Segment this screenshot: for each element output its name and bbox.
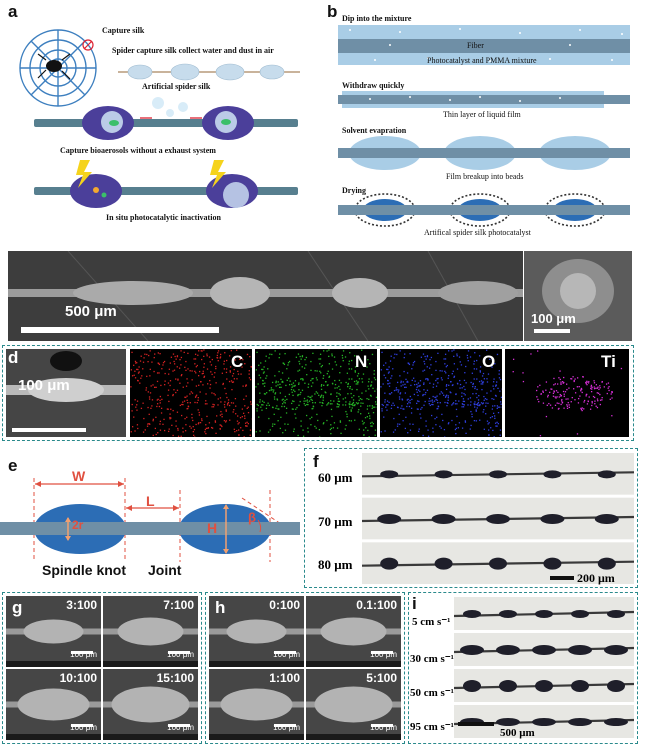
capture-silk-label: Capture silk (102, 26, 145, 35)
g-ratio-label: 7:100 (163, 598, 194, 612)
panel-d-frame (2, 345, 634, 441)
width-label: W (72, 468, 86, 484)
h-sem-0: 0:100 100 μm (209, 596, 304, 667)
sem-image-inset (524, 251, 632, 341)
diameter-label-80: 80 μm (318, 557, 353, 572)
panel-label-g: g (12, 598, 23, 617)
panel-g-sem-grid: 3:100 100 μm 7:100 100 μm 10:100 100 μm 15:… (6, 596, 198, 740)
g-sem-2: 10:100 100 μm (6, 669, 101, 740)
eds-map-oxygen (380, 349, 503, 438)
g-scale-label: 100 μm (167, 650, 194, 659)
g-sem-1: 7:100 100 μm (103, 596, 198, 667)
g-ratio-label: 3:100 (66, 598, 97, 612)
h-scale-label: 100 μm (370, 650, 397, 659)
panel-label-e: e (8, 456, 18, 475)
final-label: Artifical spider silk photocatalyst (424, 228, 531, 237)
sem-image-main (8, 251, 523, 341)
joint-label: Joint (148, 562, 182, 578)
h-scale-label: 100 μm (370, 723, 397, 732)
h-scale-label: 100 μm (273, 723, 300, 732)
spider-silk-caption: Spider capture silk collect water and du… (112, 46, 274, 55)
photocatalytic-caption: In situ photocatalytic inactivation (106, 213, 221, 222)
eds-map-titanium (505, 349, 629, 437)
h-ratio-label: 1:100 (269, 671, 300, 685)
step-dip: Dip into the mixture (342, 14, 412, 23)
h-ratio-label: 0:100 (269, 598, 300, 612)
scale-label-d: 100 μm (18, 377, 70, 394)
panel-h-sem-grid: 0:100 100 μm 0.1:100 100 μm 1:100 100 μm 5:… (209, 596, 401, 740)
step-drying: Drying (342, 186, 366, 195)
h-sem-1: 0.1:100 100 μm (306, 596, 401, 667)
g-ratio-label: 10:100 (59, 671, 97, 685)
speed-label-95: 95 cm s⁻¹ (410, 721, 454, 733)
film-label: Thin layer of liquid film (443, 110, 521, 119)
step-withdraw: Withdraw quickly (342, 81, 405, 90)
eds-map-carbon (130, 349, 254, 439)
scale-label-f: 200 μm (577, 571, 615, 585)
sem-image-d (6, 349, 126, 437)
element-label-o: O (482, 352, 496, 371)
eds-map-nitrogen (255, 349, 378, 438)
panel-a-illustration (19, 29, 300, 208)
h-scale-label: 100 μm (273, 650, 300, 659)
speed-label-50: 50 cm s⁻¹ (410, 687, 454, 699)
panel-g-frame (2, 592, 202, 744)
g-scale-label: 100 μm (167, 723, 194, 732)
panel-label-a: a (8, 2, 18, 21)
length-label: L (146, 493, 155, 509)
breakup-label: Film breakup into beads (446, 172, 524, 181)
step-evaporation: Solvent evapration (342, 126, 407, 135)
panel-h-frame (205, 592, 405, 744)
radius-label: 2r (72, 518, 84, 532)
speed-label-30: 30 cm s⁻¹ (410, 653, 454, 665)
h-sem-2: 1:100 100 μm (209, 669, 304, 740)
element-label-n: N (355, 352, 368, 371)
panel-i-frame (408, 592, 638, 744)
panel-label-i: i (412, 594, 417, 613)
speed-label-5: 5 cm s⁻¹ (412, 616, 451, 628)
panel-label-b: b (327, 2, 338, 21)
spindle-knot-label: Spindle knot (42, 562, 126, 578)
scale-bar-i (458, 722, 494, 726)
height-label: H (207, 520, 218, 536)
diameter-label-70: 70 μm (318, 514, 353, 529)
diameter-label-60: 60 μm (318, 470, 353, 485)
g-scale-label: 100 μm (70, 650, 97, 659)
g-sem-0: 3:100 100 μm (6, 596, 101, 667)
panel-e-schematic (0, 478, 300, 562)
panel-f-micrographs (361, 452, 635, 586)
h-sem-3: 5:100 100 μm (306, 669, 401, 740)
scale-label-c: 500 μm (65, 303, 117, 320)
panel-b-illustration (338, 25, 630, 227)
h-ratio-label: 0.1:100 (356, 598, 397, 612)
fiber-label: Fiber (467, 41, 484, 50)
panel-i-micrographs (453, 596, 635, 740)
capture-bioaerosol-caption: Capture bioaerosols without a exhaust sy… (60, 146, 216, 155)
g-sem-3: 15:100 100 μm (103, 669, 198, 740)
artificial-silk-label: Artificial spider silk (142, 82, 211, 91)
mixture-label: Photocatalyst and PMMA mixture (427, 56, 537, 65)
element-label-c: C (231, 352, 244, 371)
scale-label-i: 500 μm (500, 727, 535, 739)
scale-label-c-inset: 100 μm (531, 311, 576, 326)
g-ratio-label: 15:100 (156, 671, 194, 685)
panel-f-frame (304, 448, 638, 588)
angle-label: β (248, 510, 256, 525)
panel-label-h: h (215, 598, 226, 617)
scale-bar-f (550, 576, 574, 580)
element-label-ti: Ti (601, 352, 616, 371)
g-scale-label: 100 μm (70, 723, 97, 732)
panel-label-d: d (8, 348, 19, 367)
h-ratio-label: 5:100 (366, 671, 397, 685)
panel-label-f: f (313, 452, 319, 471)
